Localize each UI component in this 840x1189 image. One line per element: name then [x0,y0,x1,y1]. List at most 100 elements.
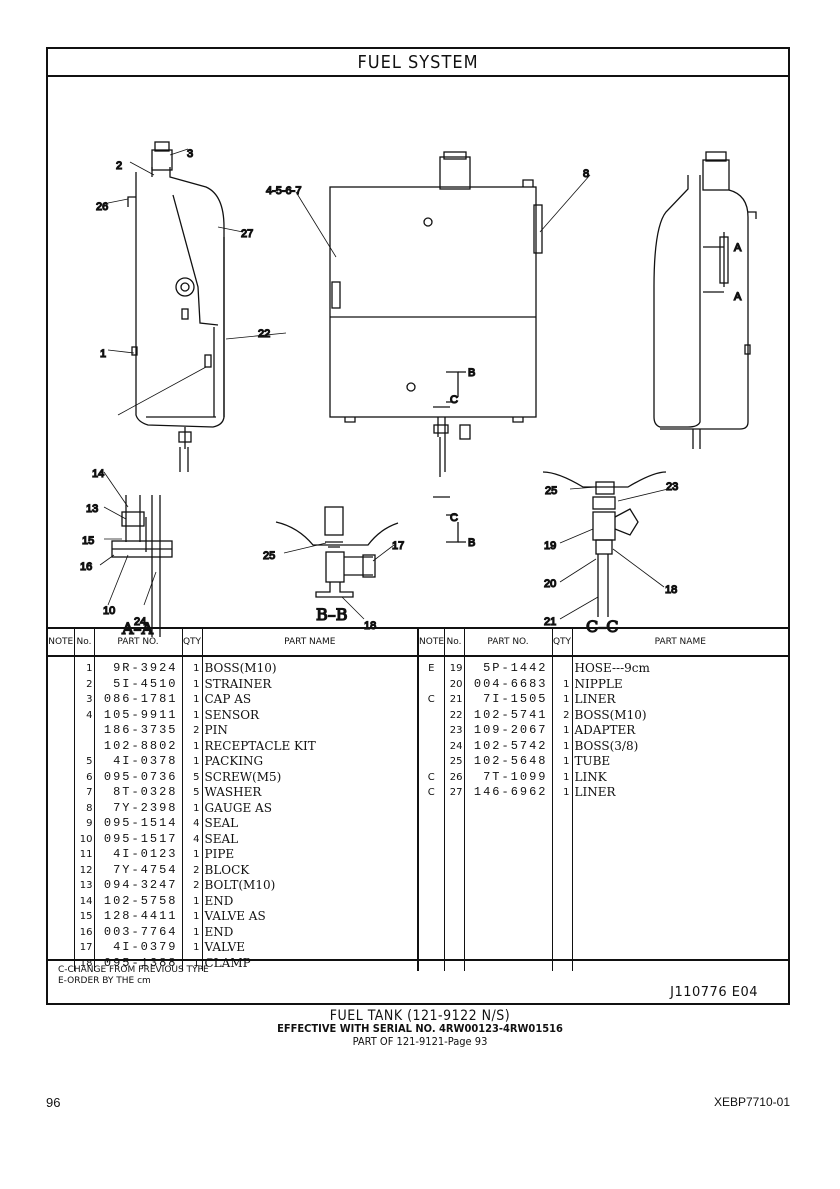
cell-note [48,862,75,878]
cell-name: END [202,893,419,909]
cell-qty: 2 [552,707,573,723]
cell-name: BLOCK [202,862,419,878]
cell-note: C [418,769,445,785]
cell-part-no: 102-5742 [464,738,553,754]
cell-note [48,847,75,863]
callout-21: 22 [258,328,270,340]
cell-qty [552,940,573,956]
cell-qty [552,924,573,940]
callout-23: 25 [263,550,275,562]
callout-3: 3 [187,148,193,160]
cell-part-no: 102-8802 [94,738,183,754]
cell-note: C [418,692,445,708]
table-header-row: NOTE No. PART NO. QTY PART NAME NOTE No.… [48,629,788,657]
cell-part-no: 9R-3924 [94,661,183,677]
center-tank-view [329,151,543,543]
cell-qty: 2 [182,723,203,739]
cell-qty: 1 [182,909,203,925]
cell-qty: 1 [552,692,573,708]
cell-part-no: 4I-0379 [94,940,183,956]
cell-part-no: 7Y-4754 [94,862,183,878]
cell-name: TUBE [574,754,611,768]
cell-part-no: 4I-0123 [94,847,183,863]
cell-qty: 1 [182,661,203,677]
cell-part-no: 109-2067 [464,723,553,739]
cell-no: 26 [444,769,465,785]
cell-no: 3 [74,692,95,708]
cell-part-no: 4I-0378 [94,754,183,770]
cell-no: 4 [74,707,95,723]
cell-no: 19 [444,661,465,677]
cell-name: STRAINER [202,676,419,692]
cell-note: C [418,785,445,801]
cell-name: ADAPTER [574,723,636,737]
cell-name [572,894,788,910]
document-id: XEBP7710-01 [713,1095,790,1109]
cell-qty [552,878,573,894]
cell-no: 22 [444,707,465,723]
cell-qty [552,800,573,816]
cell-name: BOLT(M10) [202,878,419,894]
cell-part-no: 7T-1099 [464,769,553,785]
cell-note [418,754,445,770]
cell-no [74,723,95,739]
cell-part-no: 8T-0328 [94,785,183,801]
cell-part-no: 146-6962 [464,785,553,801]
cell-no: 21 [444,692,465,708]
cell-part-no [464,924,553,940]
cell-no: 9 [74,816,95,832]
cell-note [48,909,75,925]
cell-part-no: 095-1517 [94,831,183,847]
cell-note [48,769,75,785]
cell-no: 20 [444,676,465,692]
section-mark-a-bottom: A [734,291,742,303]
cell-part-no: 186-3735 [94,723,183,739]
cell-name: GAUGE AS [202,800,419,816]
header-no: No. [444,629,465,657]
callout-27: 27 [241,228,253,240]
cell-no: 10 [74,831,95,847]
cell-name [572,925,788,941]
cell-name [572,940,788,956]
cell-qty: 1 [182,676,203,692]
caption-serial: EFFECTIVE WITH SERIAL NO. 4RW00123-4RW01… [277,1022,563,1035]
section-mark-b-bottom: B [468,537,475,549]
callout-10: 13 [86,503,98,515]
callout-11: 14 [92,468,104,480]
cell-name: SCREW(M5) [202,769,419,785]
section-label-b-b: B–B [316,605,348,624]
cell-note [418,816,445,832]
cell-qty: 5 [182,769,203,785]
cell-qty: 1 [552,769,573,785]
cell-note [48,816,75,832]
cell-part-no: 102-5758 [94,893,183,909]
cell-name: LINER [574,785,616,799]
cell-part-no: 7I-1505 [464,692,553,708]
cell-name: NIPPLE [574,676,623,691]
cell-qty: 1 [552,723,573,739]
cell-qty: 4 [182,816,203,832]
cell-qty: 5 [182,785,203,801]
cell-name: VALVE [202,940,419,956]
cell-qty: 1 [552,676,573,692]
cell-no: 15 [74,909,95,925]
cell-no [444,816,465,832]
cell-qty [552,847,573,863]
cell-no: 7 [74,785,95,801]
cell-no [444,847,465,863]
cell-name: BOSS(M10) [202,661,419,677]
section-mark-b-top: B [468,367,475,379]
cell-qty [552,816,573,832]
cell-qty: 1 [552,785,573,801]
cell-part-no: 003-7764 [94,924,183,940]
cell-qty: 1 [182,924,203,940]
cell-name: END [202,924,419,940]
